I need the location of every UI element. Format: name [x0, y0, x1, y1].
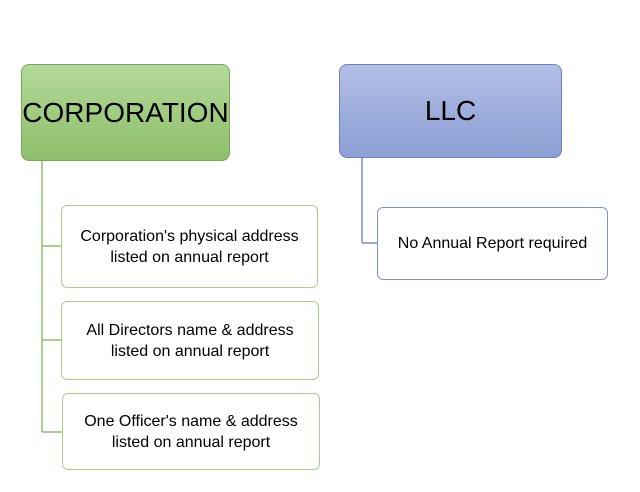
item-text-line: listed on annual report — [110, 248, 269, 266]
item-text-line: listed on annual report — [111, 433, 271, 451]
corporation-item-officer: One Officer's name & address listed on a… — [62, 393, 320, 470]
item-text-line: Corporation's physical address — [80, 227, 299, 245]
corporation-item-directors: All Directors name & address listed on a… — [61, 301, 319, 380]
item-text-line: All Directors name & address — [86, 321, 294, 339]
llc-header-box: LLC — [339, 64, 562, 158]
llc-title: LLC — [424, 95, 477, 126]
corporation-title: CORPORATION — [22, 96, 229, 128]
corporation-header-box: CORPORATION — [21, 64, 230, 161]
corporation-item-physical-address: Corporation's physical address listed on… — [61, 205, 318, 288]
item-text-line: One Officer's name & address — [84, 412, 298, 430]
llc-item-no-report: No Annual Report required — [377, 207, 608, 280]
item-text-line: No Annual Report required — [397, 235, 588, 252]
item-text-line: listed on annual report — [110, 342, 270, 360]
